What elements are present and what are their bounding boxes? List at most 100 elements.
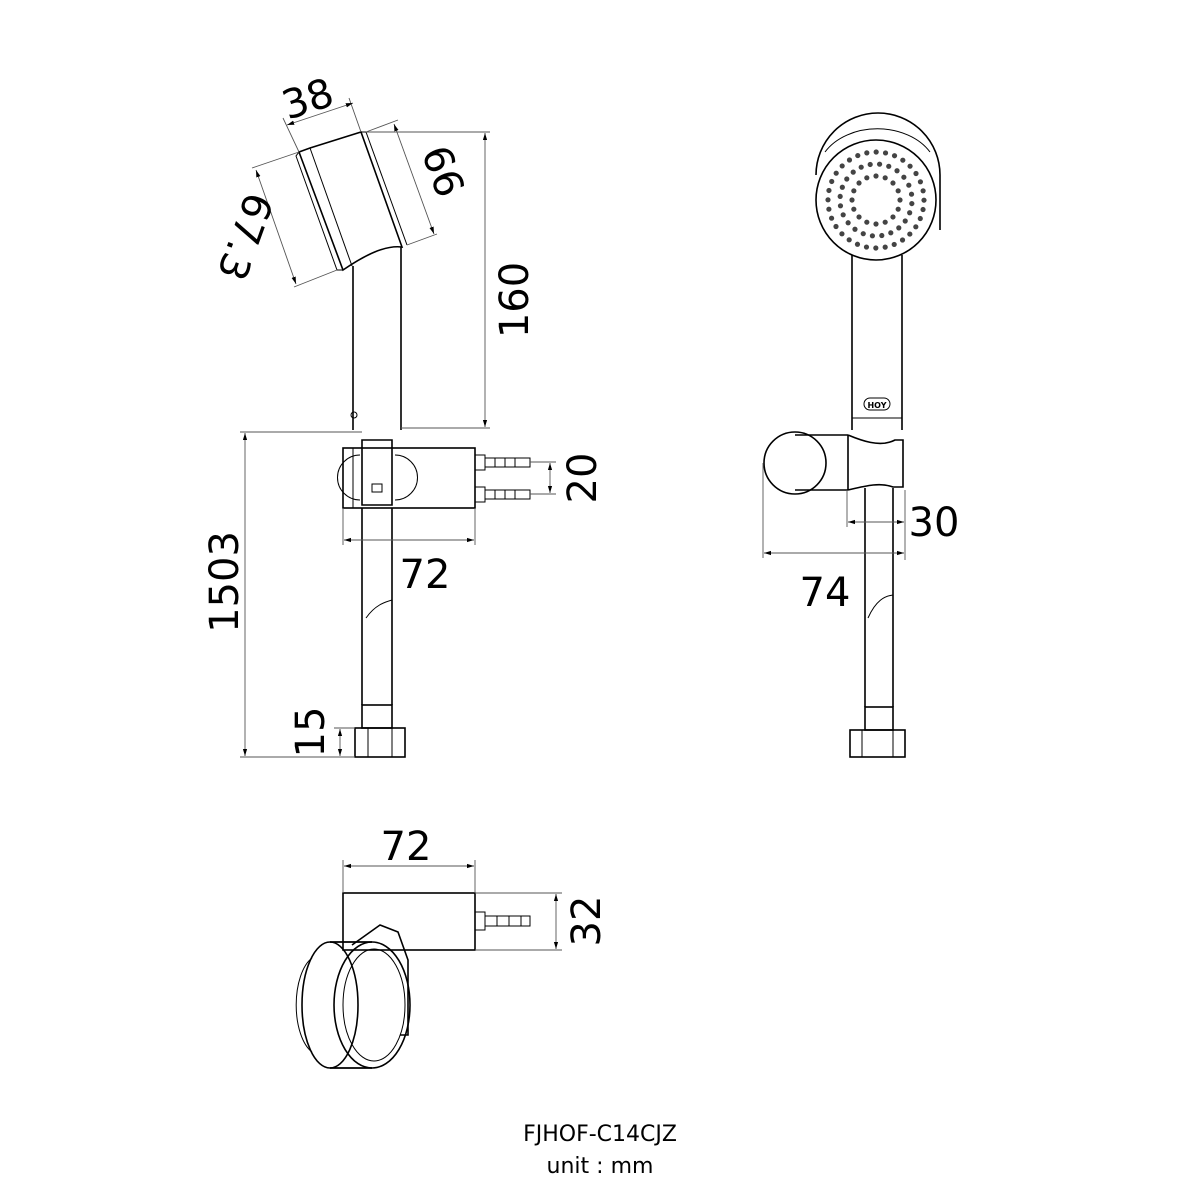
spray-hole xyxy=(900,157,906,163)
spray-hole xyxy=(913,224,919,230)
spray-hole xyxy=(855,152,861,159)
dim-20-label: 20 xyxy=(560,453,606,504)
shower-head-side xyxy=(295,131,408,272)
spray-hole xyxy=(873,245,879,251)
dimension-74: 74 xyxy=(762,463,904,616)
spray-hole xyxy=(908,191,915,197)
spray-hole xyxy=(891,241,897,248)
dim-72-side-label: 72 xyxy=(400,552,451,598)
spray-hole xyxy=(864,219,870,225)
dim-72-top-label: 72 xyxy=(381,824,432,870)
dim-66-label: 66 xyxy=(412,140,473,204)
spray-hole xyxy=(907,210,913,216)
spray-hole xyxy=(895,188,901,194)
spray-hole xyxy=(856,214,862,220)
spray-hole xyxy=(896,225,902,231)
side-view: 38 66 67.3 160 20 72 xyxy=(202,70,606,758)
spray-hole xyxy=(873,221,879,227)
wall-bracket-side xyxy=(337,439,531,509)
dimension-160: 160 xyxy=(366,131,538,429)
spray-hole xyxy=(879,232,885,239)
hose-side xyxy=(354,508,406,758)
spray-hole xyxy=(864,175,870,181)
hose-front xyxy=(849,488,906,758)
dimension-15: 15 xyxy=(288,707,355,758)
spray-hole xyxy=(890,214,896,220)
dim-32-label: 32 xyxy=(564,896,610,947)
spray-hole xyxy=(844,176,850,182)
spray-hole xyxy=(882,175,888,181)
spray-hole xyxy=(902,218,908,224)
spray-hole xyxy=(860,231,866,237)
handle-front: HOY xyxy=(851,255,903,430)
spray-hole xyxy=(917,179,924,185)
spray-hole xyxy=(888,230,894,236)
spray-hole xyxy=(895,206,901,212)
spray-hole xyxy=(826,187,832,194)
spray-hole xyxy=(917,215,923,222)
dim-67-3-label: 67.3 xyxy=(207,187,281,286)
spray-hole xyxy=(920,206,926,213)
dim-15-label: 15 xyxy=(288,707,334,758)
spray-hole xyxy=(863,244,870,250)
spray-hole xyxy=(882,219,888,225)
spray-holes xyxy=(825,149,927,251)
spray-hole xyxy=(839,163,845,169)
spray-hole xyxy=(899,237,906,243)
spray-hole xyxy=(851,206,857,212)
spray-hole xyxy=(837,193,843,200)
dimension-20: 20 xyxy=(530,453,606,504)
dim-74-label: 74 xyxy=(800,570,851,616)
spray-hole xyxy=(829,178,835,185)
spray-hole xyxy=(891,153,898,159)
wall-bracket-top xyxy=(342,892,531,1036)
spray-hole xyxy=(867,161,873,168)
spray-hole xyxy=(901,174,907,180)
holder-cylinder-top xyxy=(295,941,411,1069)
spray-hole xyxy=(882,244,888,250)
spray-hole xyxy=(839,231,845,237)
holder-front xyxy=(763,431,904,495)
spray-hole xyxy=(840,212,846,218)
handle-side xyxy=(350,247,402,430)
spray-hole xyxy=(826,206,832,212)
spray-hole xyxy=(849,197,855,203)
spray-hole xyxy=(828,215,835,221)
spray-hole xyxy=(907,231,913,237)
spray-hole xyxy=(854,241,861,247)
spray-hole xyxy=(846,157,853,163)
dim-1503-label: 1503 xyxy=(202,531,248,633)
spray-hole xyxy=(833,223,839,230)
front-view: HOY 30 74 xyxy=(762,112,959,758)
spray-hole xyxy=(886,163,892,169)
dimension-66: 66 xyxy=(365,119,473,246)
spray-hole xyxy=(876,161,883,167)
spray-hole xyxy=(873,173,879,179)
spray-hole xyxy=(897,197,903,203)
spray-hole xyxy=(837,203,844,209)
hoy-logo: HOY xyxy=(867,401,886,410)
spray-hole xyxy=(852,226,858,232)
dim-160-label: 160 xyxy=(492,262,538,338)
top-view: 72 32 xyxy=(295,824,610,1069)
model-number: FJHOF-C14CJZ xyxy=(523,1122,677,1147)
spray-hole xyxy=(882,150,889,156)
spray-hole xyxy=(864,150,870,156)
dimension-32: 32 xyxy=(475,892,610,951)
dimension-38: 38 xyxy=(277,70,362,153)
spray-hole xyxy=(833,170,839,176)
dimension-72-top: 72 xyxy=(342,824,476,893)
dimension-30: 30 xyxy=(846,490,959,560)
spray-hole xyxy=(851,188,857,194)
spray-hole xyxy=(845,220,851,226)
spray-hole xyxy=(873,149,879,155)
spray-hole xyxy=(907,163,913,169)
spray-hole xyxy=(921,197,927,203)
spray-hole xyxy=(858,164,864,170)
spray-hole xyxy=(909,200,915,207)
dimension-67-3: 67.3 xyxy=(207,151,338,288)
unit-label: unit : mm xyxy=(547,1154,654,1179)
dim-38-label: 38 xyxy=(277,70,340,129)
spray-hole xyxy=(869,233,876,239)
